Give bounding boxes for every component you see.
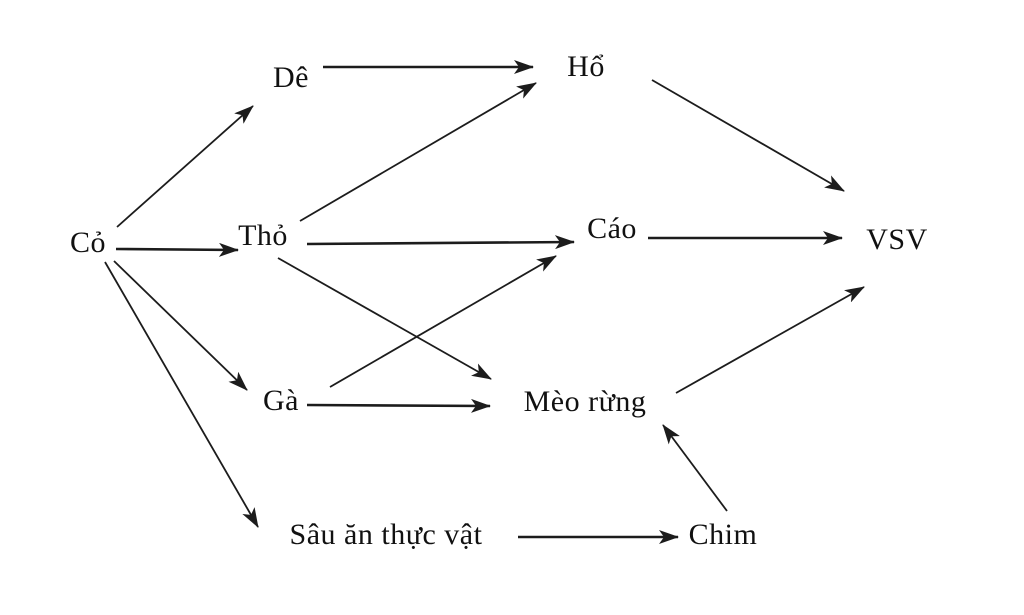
edge-co-to-tho: [115, 242, 239, 257]
node-label-ho: Hổ: [567, 50, 605, 84]
node-label-vsv: VSV: [866, 223, 928, 257]
edge-co-to-de: [116, 105, 254, 228]
edge-chim-to-meorung: [662, 424, 728, 512]
node-label-cao: Cáo: [587, 212, 637, 246]
node-label-de: Dê: [273, 61, 309, 95]
edge-ga-to-cao: [329, 255, 557, 388]
node-label-sau: Sâu ăn thực vật: [289, 518, 483, 552]
edge-tho-to-cao: [306, 235, 575, 250]
edge-co-to-ga: [113, 260, 248, 391]
edge-co-to-sau: [104, 261, 259, 528]
edge-ho-to-vsv: [651, 79, 845, 192]
node-label-co: Cỏ: [69, 226, 107, 260]
edge-ga-to-meorung: [306, 398, 491, 413]
edge-tho-to-meorung: [277, 257, 492, 380]
node-label-tho: Thỏ: [238, 219, 288, 253]
edge-tho-to-ho: [299, 82, 537, 222]
edge-meorung-to-vsv: [675, 286, 865, 394]
node-label-chim: Chim: [688, 518, 758, 552]
edges-group: [104, 60, 865, 544]
node-label-meorung: Mèo rừng: [523, 385, 647, 419]
node-label-ga: Gà: [263, 384, 299, 418]
